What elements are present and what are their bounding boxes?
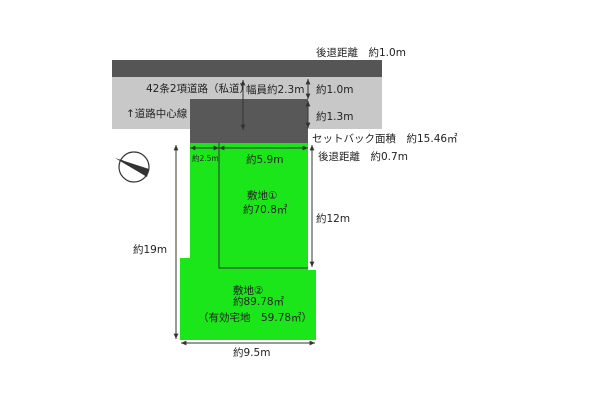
dim-19-label: 約19m	[133, 243, 167, 256]
road-width-label: 幅員約2.3m	[246, 83, 304, 96]
north-arrow-icon	[115, 151, 150, 183]
dim-12-label: 約12m	[316, 212, 350, 225]
road-centerline-label: ↑道路中心線	[126, 107, 188, 120]
land-lot-area	[180, 143, 316, 340]
setback-area-label: セットバック面積 約15.46㎡	[312, 132, 458, 145]
dim-1-0-label: 約1.0m	[316, 83, 353, 96]
dim-1-3-label: 約1.3m	[316, 110, 353, 123]
lot1-name-label: 敷地①	[247, 189, 277, 202]
road-name-label: 42条2項道路（私道）	[146, 82, 250, 95]
road-light-strip	[112, 77, 382, 99]
rear-distance-bottom-label: 後退距離 約0.7m	[318, 150, 408, 163]
road-dark-strip	[112, 60, 382, 77]
lot1-area-label: 約70.8㎡	[243, 203, 288, 216]
lot2-effective-label: （有効宅地 59.78㎡）	[198, 311, 312, 324]
lot2-area-label: 約89.78㎡	[233, 295, 285, 308]
setback-area-block	[190, 99, 308, 143]
dim-9-5-label: 約9.5m	[233, 346, 270, 359]
lot2-name-label: 敷地②	[233, 284, 263, 297]
dim-5-9-label: 約5.9m	[246, 153, 283, 166]
lot1-boundary-line	[218, 143, 308, 269]
rear-distance-top-label: 後退距離 約1.0m	[316, 46, 406, 59]
dim-2-5-label: 約2.5m	[192, 153, 219, 163]
